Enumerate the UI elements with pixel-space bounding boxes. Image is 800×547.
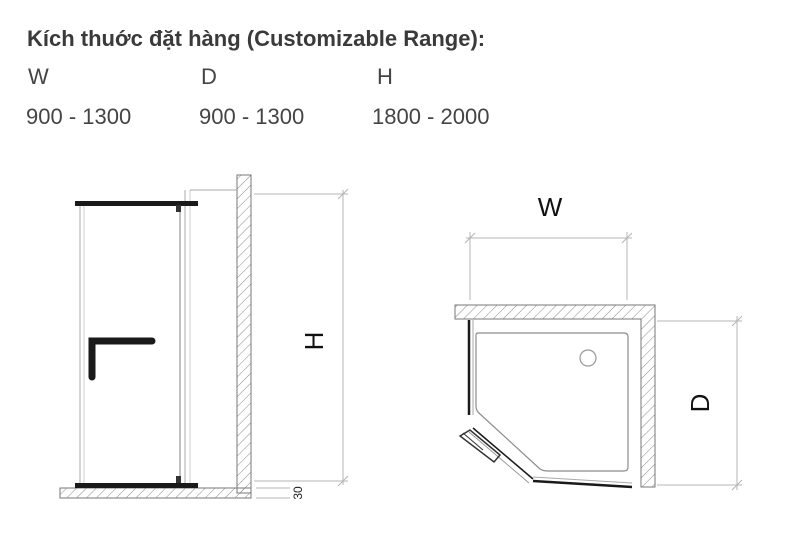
- depth-label: D: [201, 64, 217, 89]
- width-range: 900 - 1300: [26, 104, 132, 129]
- height-label: H: [377, 64, 393, 89]
- side-gap-label: 30: [291, 486, 305, 500]
- height-range: 1800 - 2000: [372, 104, 490, 129]
- plan-door-handle: [458, 429, 502, 464]
- side-bottom-bar: [75, 483, 198, 488]
- plan-tray: [475, 332, 629, 472]
- side-elevation-view: H 30: [59, 174, 349, 500]
- page-title: Kích thuớc đặt hàng (Customizable Range)…: [27, 26, 486, 51]
- side-wall: [236, 174, 252, 494]
- plan-width-label: W: [538, 192, 563, 222]
- side-top-bar: [75, 201, 198, 206]
- side-door-handle: [88, 337, 156, 381]
- plan-wall: [454, 304, 656, 488]
- side-floor: [59, 487, 252, 499]
- side-height-label: H: [299, 332, 329, 351]
- depth-range: 900 - 1300: [199, 104, 305, 129]
- width-label: W: [28, 64, 49, 89]
- plan-view: W D: [454, 192, 743, 491]
- plan-depth-label: D: [685, 394, 715, 413]
- plan-drain: [579, 349, 597, 367]
